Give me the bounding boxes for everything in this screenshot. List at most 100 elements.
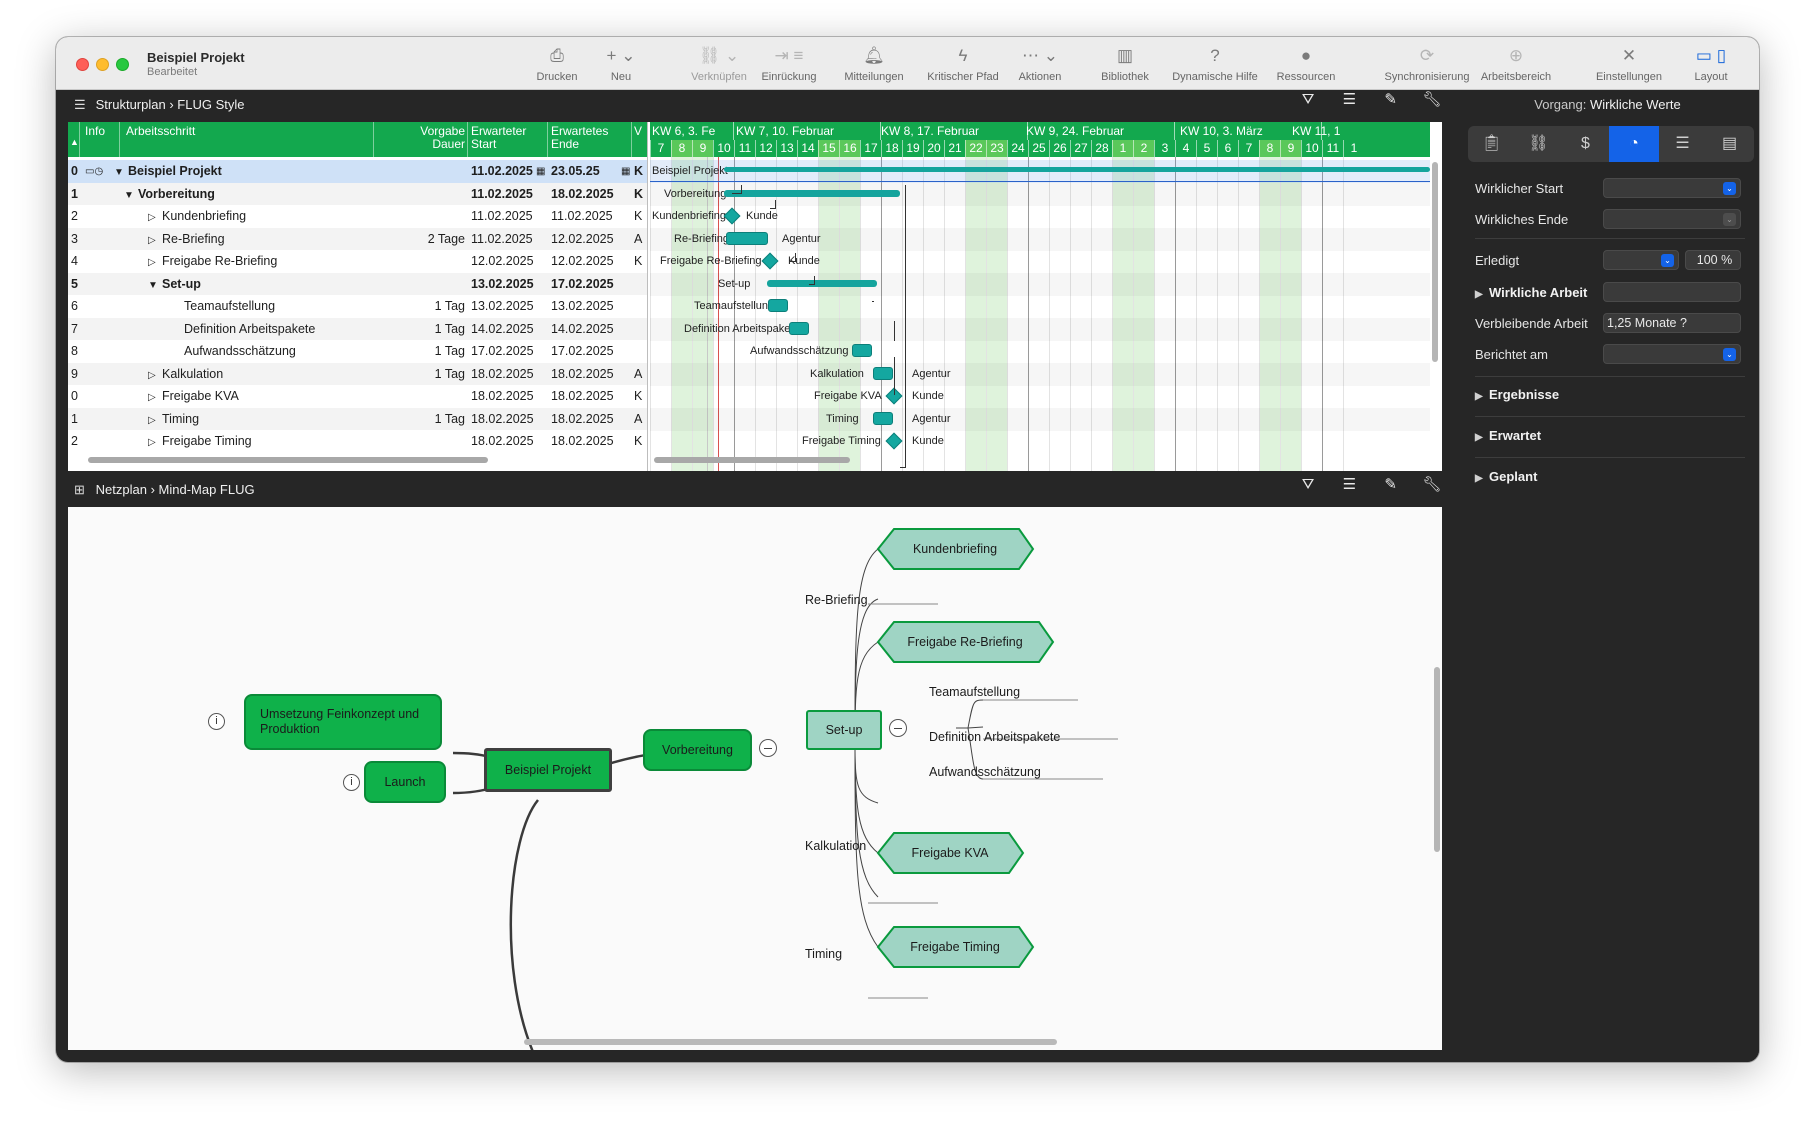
gantt-summary-bar[interactable]: [767, 279, 877, 287]
end-cell[interactable]: 11.02.2025: [551, 209, 613, 223]
task-name[interactable]: ▼Beispiel Projekt: [114, 160, 222, 184]
toolbar-settings-button[interactable]: ✕ Einstellungen: [1592, 45, 1666, 83]
filter-icon[interactable]: ⛛: [1301, 91, 1315, 108]
toolbar-print-button[interactable]: ⎙ Drucken: [529, 45, 585, 83]
zoom-window-button[interactable]: [116, 58, 129, 71]
column-extra[interactable]: V: [634, 124, 643, 138]
start-cell[interactable]: 11.02.2025: [471, 164, 533, 178]
chevron-down-icon[interactable]: ⌄: [1723, 213, 1736, 226]
column-info[interactable]: Info: [85, 124, 106, 138]
section-planned[interactable]: ▶Geplant: [1475, 462, 1745, 492]
clipboard-icon[interactable]: 📋︎: [1481, 135, 1502, 152]
disclosure-triangle-icon[interactable]: ▼: [124, 189, 134, 201]
disclosure-triangle-icon[interactable]: ▼: [114, 167, 124, 178]
breadcrumb-style-bottom[interactable]: Mind-Map FLUG: [158, 482, 255, 497]
start-cell[interactable]: 11.02.2025: [471, 209, 533, 223]
task-name[interactable]: ▷Kundenbriefing: [148, 205, 246, 229]
start-cell[interactable]: 12.02.2025: [471, 254, 534, 268]
pin-icon[interactable]: ✎: [1384, 476, 1397, 493]
wrench-icon[interactable]: 🔧︎: [1422, 91, 1442, 108]
gantt-task-bar[interactable]: [768, 299, 788, 312]
mindmap-node-timing[interactable]: Timing: [805, 947, 843, 961]
wrench-icon[interactable]: 🔧︎: [1422, 476, 1442, 493]
reported-on-field[interactable]: ⌄: [1603, 344, 1741, 364]
gantt-task-bar[interactable]: [789, 321, 809, 335]
mindmap-node-definition-arbeitspakete[interactable]: Definition Arbeitspakete: [929, 730, 1061, 744]
actual-end-field[interactable]: ⌄: [1603, 209, 1741, 229]
done-picker[interactable]: ⌄: [1603, 250, 1679, 270]
start-cell[interactable]: 17.02.2025: [471, 344, 534, 358]
gantt-task-bar[interactable]: [873, 366, 893, 380]
column-duration[interactable]: Vorgabe Dauer: [369, 125, 465, 151]
toolbar-layout-button[interactable]: ▭ ▯ Layout: [1678, 45, 1744, 83]
end-cell[interactable]: 12.02.2025: [551, 231, 614, 246]
mindmap-node-freigabe-kva[interactable]: Freigabe KVA: [911, 846, 989, 860]
breadcrumb-view[interactable]: Strukturplan: [95, 97, 166, 112]
toolbar-link-button[interactable]: ⛓ ⌄ Verknüpfen: [686, 45, 752, 83]
actual-work-label[interactable]: ▶Wirkliche Arbeit: [1475, 285, 1587, 300]
disclosure-triangle-icon[interactable]: ▷: [148, 212, 156, 223]
info-icon[interactable]: i: [343, 774, 360, 791]
task-name[interactable]: ▷Re-Briefing: [148, 228, 225, 252]
task-name[interactable]: ▷Freigabe Timing: [148, 430, 252, 454]
toolbar-notifications-button[interactable]: 🔔︎ Mitteilungen: [839, 45, 909, 83]
duration-cell[interactable]: 1 Tag: [434, 411, 465, 426]
done-value-field[interactable]: 100 %: [1685, 250, 1741, 270]
gantt-task-bar[interactable]: [726, 231, 768, 245]
column-end[interactable]: Erwartetes Ende: [551, 125, 608, 151]
duration-cell[interactable]: 1 Tag: [434, 299, 465, 313]
task-name[interactable]: Definition Arbeitspakete: [170, 318, 315, 341]
toolbar-new-button[interactable]: + ⌄ Neu: [599, 45, 643, 83]
chevron-down-icon[interactable]: ⌄: [1723, 182, 1736, 195]
collapse-vorbereitung-button[interactable]: [759, 739, 777, 757]
duration-cell[interactable]: 1 Tag: [434, 344, 465, 358]
link-icon[interactable]: ⛓: [1528, 135, 1549, 152]
section-results[interactable]: ▶Ergebnisse: [1475, 380, 1745, 410]
mindmap-node-freigabe-timing[interactable]: Freigabe Timing: [910, 940, 1000, 954]
minimize-window-button[interactable]: [96, 58, 109, 71]
duration-cell[interactable]: 2 Tage: [427, 231, 465, 246]
gantt-task-bar[interactable]: [852, 344, 872, 357]
end-cell[interactable]: 18.02.2025: [551, 411, 614, 426]
end-cell[interactable]: 13.02.2025: [551, 299, 614, 313]
section-expected[interactable]: ▶Erwartet: [1475, 421, 1745, 451]
mindmap-horizontal-scrollbar[interactable]: [524, 1039, 1057, 1045]
mindmap-node-teamaufstellung[interactable]: Teamaufstellung: [929, 685, 1021, 699]
task-name[interactable]: ▷Freigabe Re-Briefing: [148, 250, 277, 274]
column-start[interactable]: Erwarteter Start: [471, 125, 526, 151]
start-cell[interactable]: 13.02.2025: [471, 276, 534, 291]
gantt-summary-bar[interactable]: [724, 167, 1430, 172]
end-cell[interactable]: 18.02.2025: [551, 186, 614, 201]
collapse-setup-button[interactable]: [889, 719, 907, 737]
toolbar-critical-path-button[interactable]: ϟ Kritischer Pfad: [923, 45, 1003, 83]
info-icon[interactable]: i: [208, 713, 225, 730]
table-horizontal-scrollbar[interactable]: [88, 457, 488, 463]
mindmap-node-umsetzung[interactable]: Umsetzung Feinkonzept und Produktion: [244, 694, 442, 750]
task-name[interactable]: ▷Kalkulation: [148, 363, 223, 387]
align-icon[interactable]: ☰: [1342, 91, 1357, 108]
pin-icon[interactable]: ✎: [1384, 91, 1397, 108]
mindmap-node-launch[interactable]: Launch: [364, 761, 446, 803]
list-icon[interactable]: ☰: [1675, 135, 1690, 152]
end-cell[interactable]: 14.02.2025: [551, 321, 614, 336]
start-cell[interactable]: 14.02.2025: [471, 321, 534, 336]
disclosure-triangle-icon[interactable]: ▷: [148, 414, 156, 426]
task-name[interactable]: ▷Timing: [148, 408, 199, 432]
actual-work-field[interactable]: [1603, 282, 1741, 302]
disclosure-triangle-icon[interactable]: ▷: [148, 392, 156, 403]
disclosure-triangle-icon[interactable]: ▷: [148, 369, 156, 381]
end-cell[interactable]: 12.02.2025: [551, 254, 614, 268]
toolbar-indent-button[interactable]: ⇥ ≡ Einrückung: [757, 45, 821, 83]
column-task[interactable]: Arbeitsschritt: [126, 124, 196, 138]
